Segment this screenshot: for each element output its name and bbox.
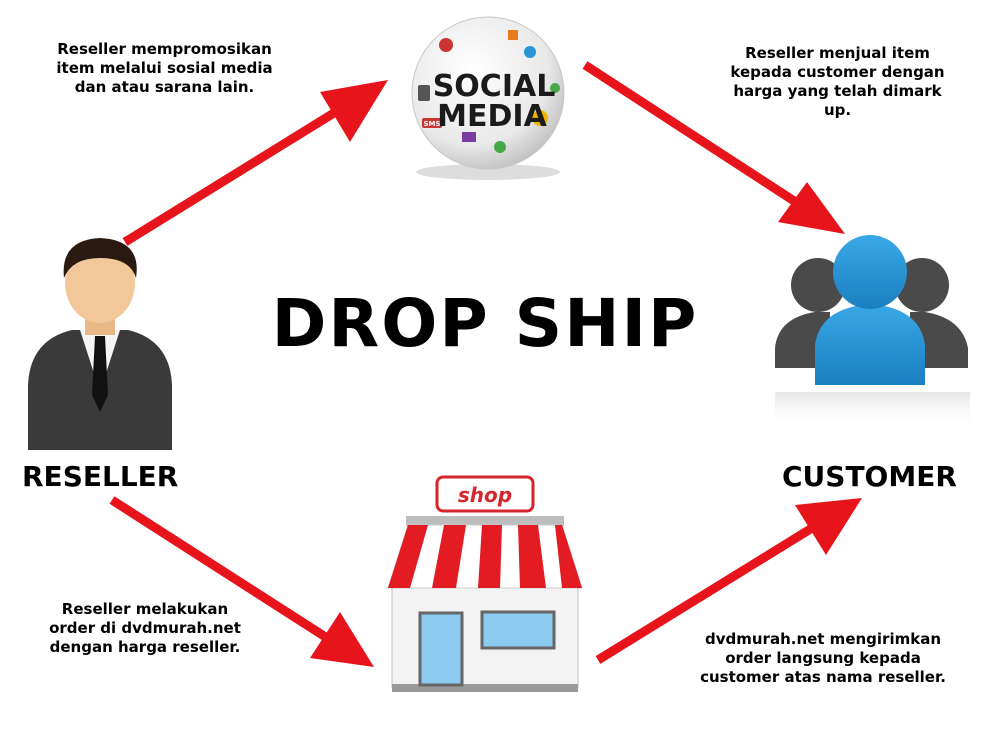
social-logo-line1: SOCIAL (433, 69, 556, 104)
social-logo-line2: MEDIA (437, 99, 547, 134)
shop-sign-text: shop (458, 483, 512, 507)
step-order-caption: Reseller melakukan order di dvdmurah.net… (49, 600, 241, 656)
reseller-label: RESELLER (22, 460, 179, 493)
arrow-reseller-to-shop (109, 496, 374, 667)
reseller-person-icon (28, 238, 172, 450)
arrow-shop-to-customer (595, 498, 862, 664)
step-sell-caption: Reseller menjual item kepada customer de… (730, 44, 945, 119)
social-media-globe-icon: SMS SOCIAL MEDIA (411, 16, 565, 180)
sms-badge: SMS (423, 120, 440, 128)
arrow-social-to-customer (582, 61, 845, 234)
customer-label: CUSTOMER (782, 460, 957, 493)
step-ship-caption: dvdmurah.net mengirimkan order langsung … (700, 630, 946, 686)
diagram-title: DROP SHIP (271, 285, 699, 362)
shop-building-icon: shop (387, 475, 583, 692)
step-promote-caption: Reseller mempromosikan item melalui sosi… (56, 40, 273, 96)
arrow-reseller-to-social (122, 80, 388, 246)
customer-group-icon (775, 235, 970, 430)
